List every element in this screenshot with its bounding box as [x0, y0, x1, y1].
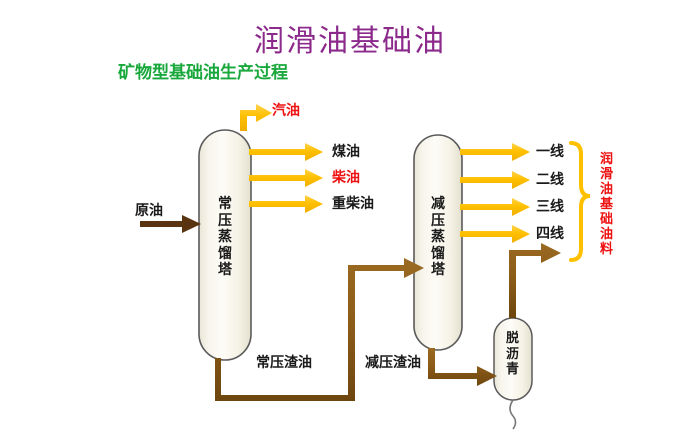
- atmospheric-residue-label: 常压渣油: [256, 355, 312, 371]
- atmospheric-tower-shape: [198, 129, 252, 361]
- basestock-group-label: 润滑油基础油料: [600, 152, 614, 258]
- vacuum-tower-label: 减压蒸馏塔: [431, 196, 445, 279]
- deasphalted-oil-line: [509, 243, 561, 318]
- vacuum-cut-2-arrow: [460, 171, 530, 189]
- diesel-label: 柴油: [332, 170, 360, 186]
- diesel-arrow: [249, 169, 323, 187]
- deasphalting-vessel-shape: [493, 317, 533, 430]
- heavy-diesel-label: 重柴油: [332, 196, 374, 212]
- crude-oil-label: 原油: [135, 203, 163, 219]
- vacuum-cut-1-arrow: [460, 143, 530, 161]
- vacuum-residue-line: [428, 348, 497, 386]
- page-title: 润滑油基础油: [254, 24, 446, 59]
- gasoline-arrow: [240, 104, 272, 131]
- atmospheric-tower-label: 常压蒸馏塔: [218, 196, 232, 279]
- vacuum-cut-4-label: 四线: [536, 226, 564, 242]
- kerosene-arrow: [249, 143, 323, 161]
- vacuum-cut-3-arrow: [460, 198, 530, 216]
- heavy-diesel-arrow: [249, 195, 323, 213]
- vacuum-cut-2-label: 二线: [536, 172, 564, 188]
- crude-oil-feed-arrow: [140, 215, 201, 233]
- vacuum-residue-label: 减压渣油: [365, 355, 421, 371]
- vacuum-tower-shape: [413, 134, 463, 351]
- gasoline-label: 汽油: [272, 103, 300, 119]
- page-subtitle: 矿物型基础油生产过程: [118, 63, 288, 83]
- vacuum-cut-4-arrow: [460, 225, 530, 243]
- kerosene-label: 煤油: [332, 144, 360, 160]
- vacuum-cut-1-label: 一线: [536, 144, 564, 160]
- deasphalting-unit-label: 脱沥青: [506, 331, 520, 378]
- vacuum-cut-3-label: 三线: [536, 199, 564, 215]
- basestock-brace: [569, 141, 591, 262]
